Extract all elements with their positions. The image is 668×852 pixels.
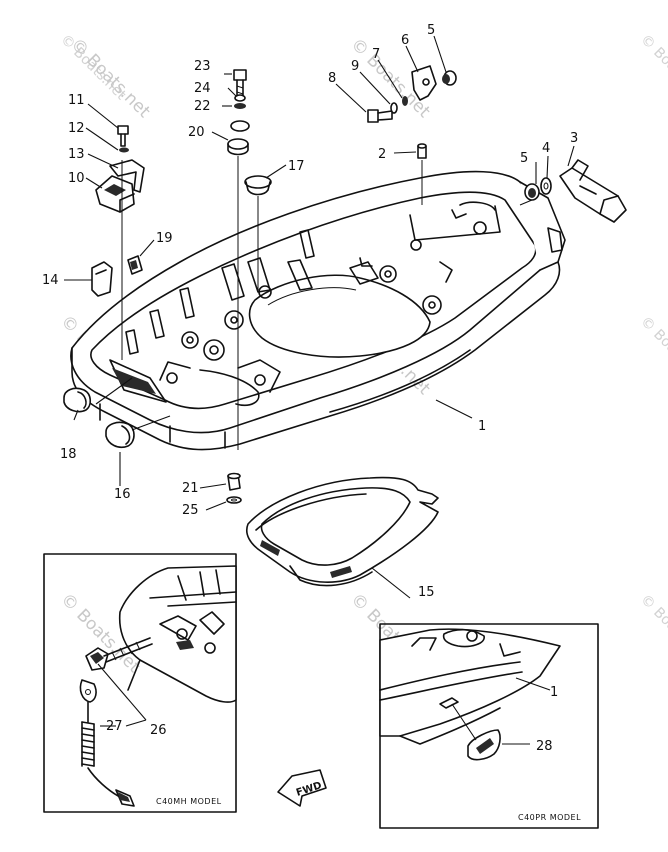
callout-5-side: 5 xyxy=(520,151,528,166)
part-13-clip xyxy=(109,159,145,193)
callout-19: 19 xyxy=(156,231,173,246)
callout-2: 2 xyxy=(378,147,386,162)
callout-13: 13 xyxy=(68,147,85,162)
callout-20: 20 xyxy=(188,125,205,140)
part-14-bracket xyxy=(91,261,113,297)
callout-4: 4 xyxy=(542,141,550,156)
part-22-washer xyxy=(234,103,246,109)
part-7-washer xyxy=(402,96,408,106)
callout-28: 28 xyxy=(536,739,553,754)
watermark-top-center-left: © Boats.net xyxy=(66,34,154,122)
part-3-lever xyxy=(559,159,627,223)
part-17-grommet xyxy=(244,175,272,196)
callout-22: 22 xyxy=(194,99,211,114)
bottom-cowling-main xyxy=(70,156,566,451)
callout-25: 25 xyxy=(182,503,199,518)
part-12-washer xyxy=(119,147,129,153)
part-24-washer xyxy=(234,94,246,102)
part-2-plug xyxy=(417,143,427,159)
callout-8: 8 xyxy=(328,71,336,86)
callout-15: 15 xyxy=(418,585,435,600)
watermark-middle-right: © Boats.net xyxy=(637,314,668,386)
part-6-bracket xyxy=(411,65,437,101)
callout-10: 10 xyxy=(68,171,85,186)
callout-11: 11 xyxy=(68,93,85,108)
callout-26: 26 xyxy=(150,723,167,738)
fwd-direction-arrow: FWD xyxy=(277,769,327,807)
callout-27: 27 xyxy=(106,719,123,734)
callout-6: 6 xyxy=(401,33,409,48)
part-11-bolt xyxy=(117,125,129,147)
part-16-cap xyxy=(105,421,135,449)
part-5-collar-top xyxy=(442,70,457,86)
part-20-grommet xyxy=(227,120,250,156)
callout-7: 7 xyxy=(372,47,380,62)
callout-3: 3 xyxy=(570,131,578,146)
callout-1-main: 1 xyxy=(478,419,486,434)
callout-1-inset: 1 xyxy=(550,685,558,700)
callout-12: 12 xyxy=(68,121,85,136)
watermark-top-right: © Boats.net xyxy=(637,32,668,104)
inset-c40pr-label: C40PR MODEL xyxy=(518,813,581,822)
callout-21: 21 xyxy=(182,481,199,496)
inset-c40mh: 27 26 C40MH MODEL xyxy=(43,553,237,813)
part-21-grommet xyxy=(227,472,241,491)
part-8-bolt xyxy=(367,109,393,123)
part-15-seal xyxy=(246,476,439,587)
part-25-washer xyxy=(226,496,242,504)
inset-c40mh-label: C40MH MODEL xyxy=(156,797,222,806)
callout-5-top: 5 xyxy=(427,23,435,38)
part-10-bracket xyxy=(95,175,135,213)
callout-18: 18 xyxy=(60,447,77,462)
inset-c40pr: 28 1 C40PR MODEL xyxy=(379,623,599,829)
part-18-cap xyxy=(63,387,92,413)
watermark-lower-right: © Boats.net xyxy=(637,592,668,664)
callout-14: 14 xyxy=(42,273,59,288)
callout-9: 9 xyxy=(351,59,359,74)
part-5-collar-side xyxy=(524,183,540,201)
callout-24: 24 xyxy=(194,81,211,96)
part-4-washer xyxy=(540,177,552,195)
callout-23: 23 xyxy=(194,59,211,74)
part-19-clip xyxy=(127,255,143,275)
callout-17: 17 xyxy=(288,159,305,174)
callout-16: 16 xyxy=(114,487,131,502)
leader-lines xyxy=(64,35,575,599)
part-9-washer xyxy=(390,102,398,114)
part-23-bolt xyxy=(233,69,247,101)
callout-numbers: 23 24 22 20 17 2 8 9 7 6 5 3 4 5 11 12 1… xyxy=(42,23,578,600)
